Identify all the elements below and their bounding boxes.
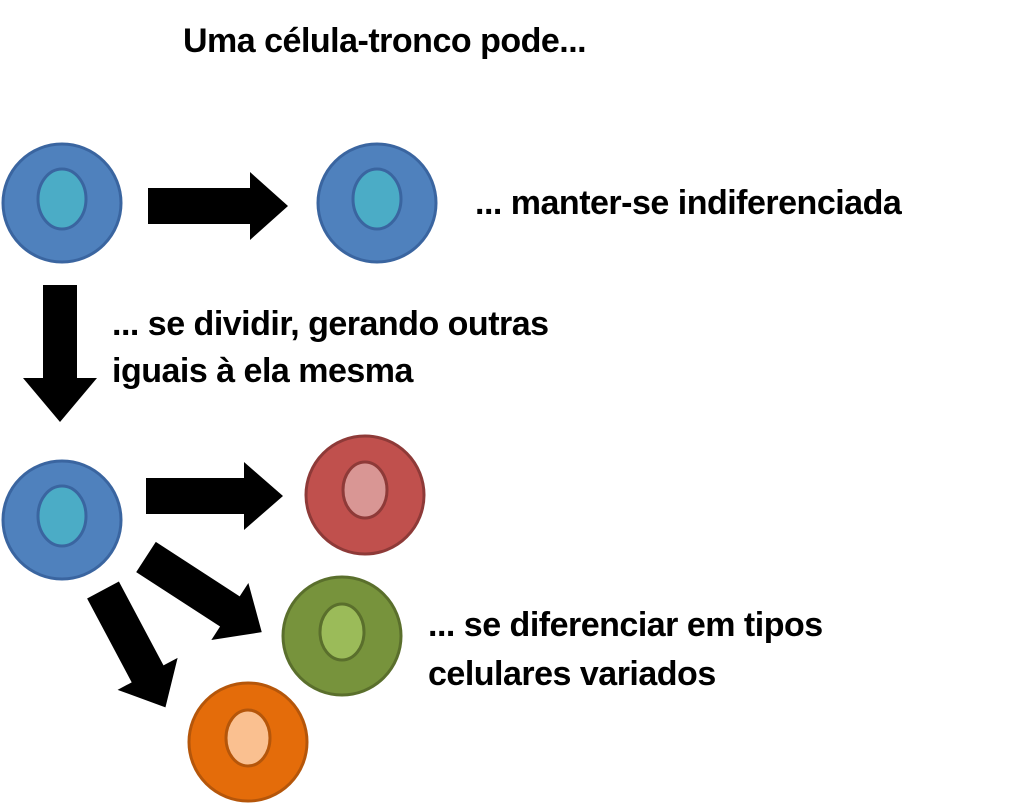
caption-differentiation-line1: ... se diferenciar em tipos [428,606,823,644]
arrow-right-1 [148,172,288,240]
arrow-down [23,285,97,422]
caption-division-line1: ... se dividir, gerando outras [112,305,549,343]
arrow-to-green-cell [136,541,262,640]
caption-differentiation-line2: celulares variados [428,655,716,693]
diagram-title: Uma célula-tronco pode... [183,22,587,60]
stem-cell-dividing [1,459,123,581]
stem-cell-copy [316,142,438,264]
caption-division-line2: iguais à ela mesma [112,352,413,390]
caption-self-renewal: ... manter-se indiferenciada [475,184,902,222]
arrow-to-orange-cell [87,581,178,708]
stem-cell-original [1,142,123,264]
green-cell [281,575,403,697]
orange-cell [187,681,309,803]
red-cell [304,434,426,556]
arrow-to-red-cell [146,462,283,530]
